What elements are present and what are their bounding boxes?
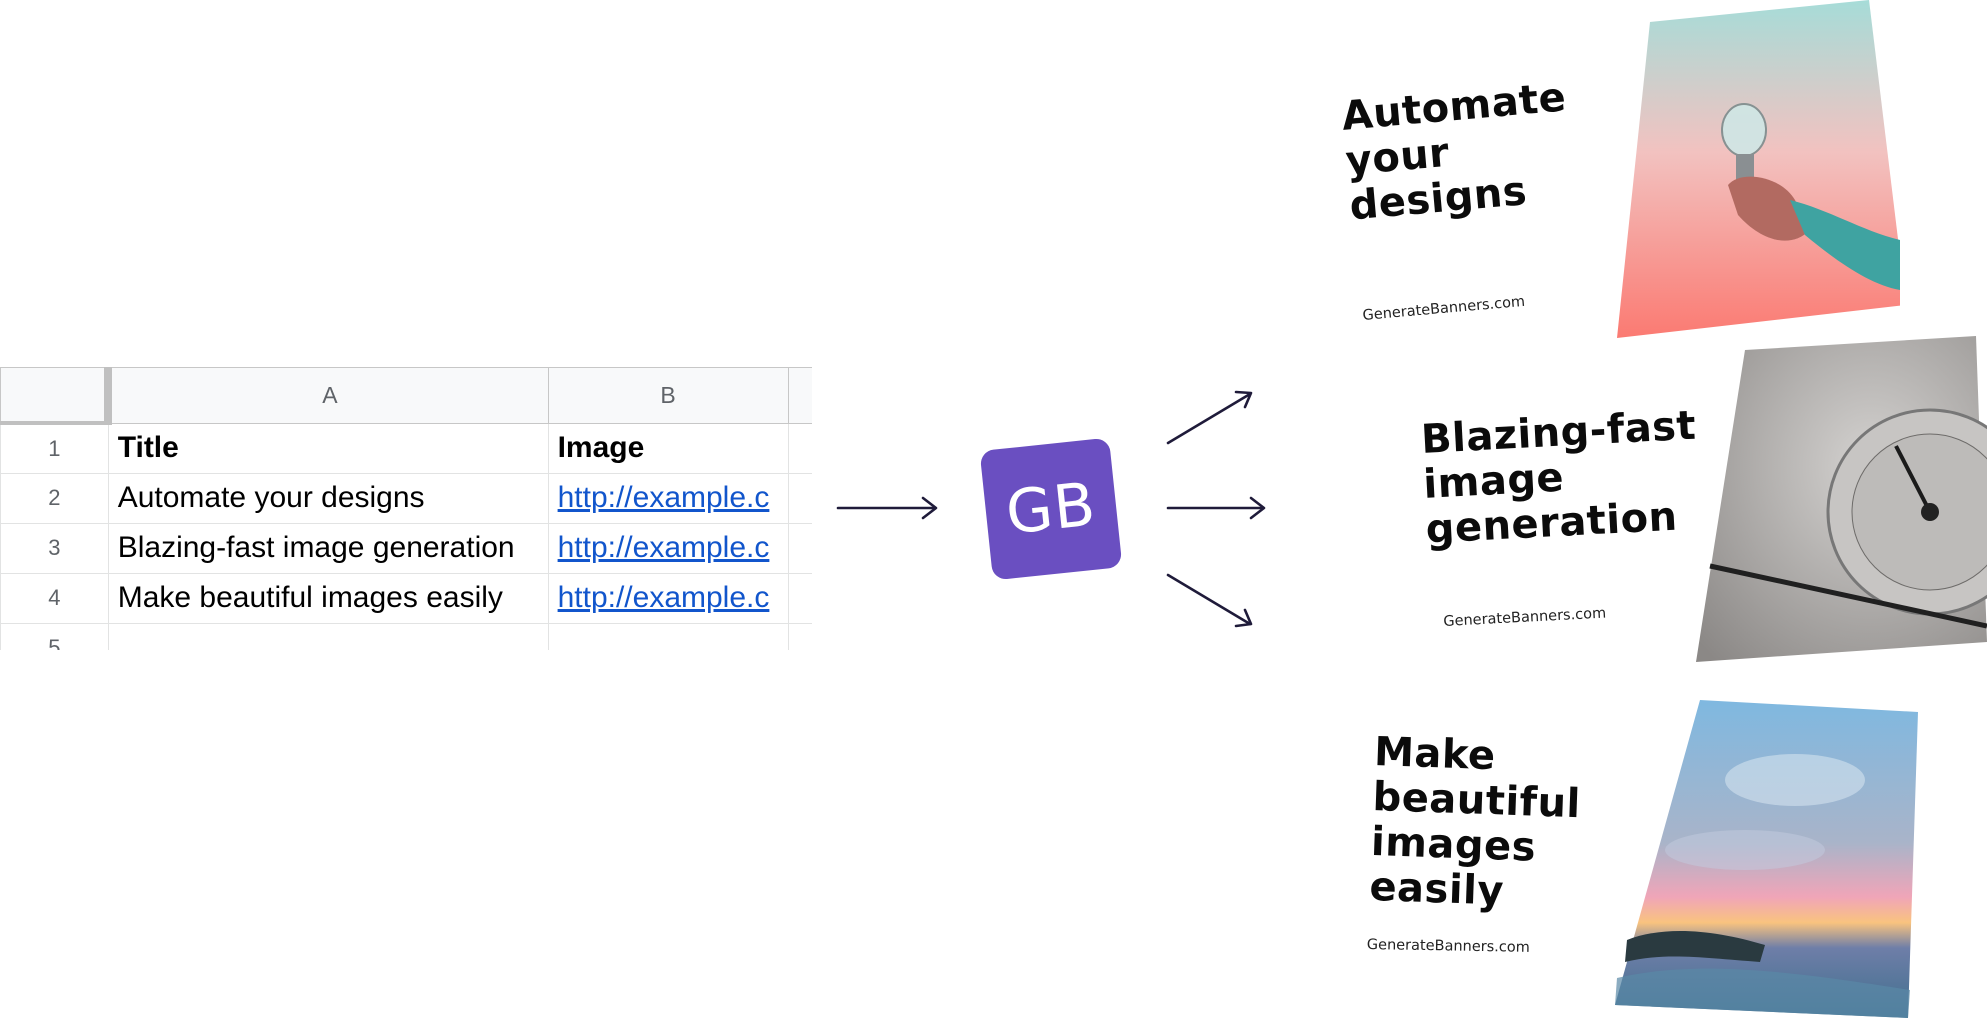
table-row: 2 Automate your designs http://example.c: [0, 472, 812, 524]
generatebanners-logo: GB: [979, 437, 1123, 581]
banner-website: GenerateBanners.com: [1366, 937, 1530, 956]
image-link[interactable]: http://example.c: [557, 481, 770, 514]
table-row: 5: [0, 622, 812, 650]
table-row: 1 Title Image: [0, 422, 812, 474]
banner-3: Make beautiful images easily GenerateBan…: [1365, 700, 1925, 1018]
row-number[interactable]: 3: [0, 522, 109, 574]
arrow-down-right-icon: [1166, 573, 1253, 628]
cell-a2[interactable]: Automate your designs: [107, 472, 549, 524]
cell-c4: [787, 572, 812, 624]
image-link[interactable]: http://example.c: [557, 531, 770, 564]
cell-b4[interactable]: http://example.c: [547, 572, 789, 624]
arrow-up-right-icon: [1166, 390, 1253, 445]
table-row: 4 Make beautiful images easily http://ex…: [0, 572, 812, 624]
banner-title: Automate your designs: [1339, 74, 1569, 230]
banner-1: Automate your designs GenerateBanners.co…: [1340, 0, 1900, 340]
image-link[interactable]: http://example.c: [557, 581, 770, 614]
stopwatch-photo: [1696, 336, 1987, 662]
cell-a3[interactable]: Blazing-fast image generation: [107, 522, 549, 574]
cell-c3: [787, 522, 812, 574]
column-header-b[interactable]: B: [547, 367, 789, 424]
column-header-next: [787, 367, 812, 424]
cell-a4[interactable]: Make beautiful images easily: [107, 572, 549, 624]
ocean-sunset-photo: [1615, 700, 1918, 1018]
cell-a1[interactable]: Title: [107, 422, 549, 474]
cell-b1[interactable]: Image: [547, 422, 789, 474]
table-row: 3 Blazing-fast image generation http://e…: [0, 522, 812, 574]
banner-title: Make beautiful images easily: [1368, 729, 1582, 915]
cell-b5[interactable]: [547, 622, 789, 650]
banner-2: Blazing-fast image generation GenerateBa…: [1420, 336, 1987, 668]
arrow-right-icon: [836, 496, 938, 520]
row-number[interactable]: 2: [0, 472, 109, 524]
lightbulb-photo: [1617, 0, 1900, 338]
cell-b2[interactable]: http://example.c: [547, 472, 789, 524]
row-number[interactable]: 5: [0, 622, 109, 650]
column-header-a[interactable]: A: [107, 367, 549, 424]
spreadsheet: A B 1 Title Image 2 Automate your design…: [0, 367, 812, 650]
cell-b3[interactable]: http://example.c: [547, 522, 789, 574]
sheet-corner[interactable]: [0, 367, 113, 425]
cell-c5: [787, 622, 812, 650]
cell-c1: [787, 422, 812, 474]
cell-c2: [787, 472, 812, 524]
arrow-right-icon: [1166, 496, 1266, 520]
cell-a5[interactable]: [107, 622, 549, 650]
banner-title: Blazing-fast image generation: [1419, 402, 1698, 553]
row-number[interactable]: 4: [0, 572, 109, 624]
row-number[interactable]: 1: [0, 422, 109, 474]
